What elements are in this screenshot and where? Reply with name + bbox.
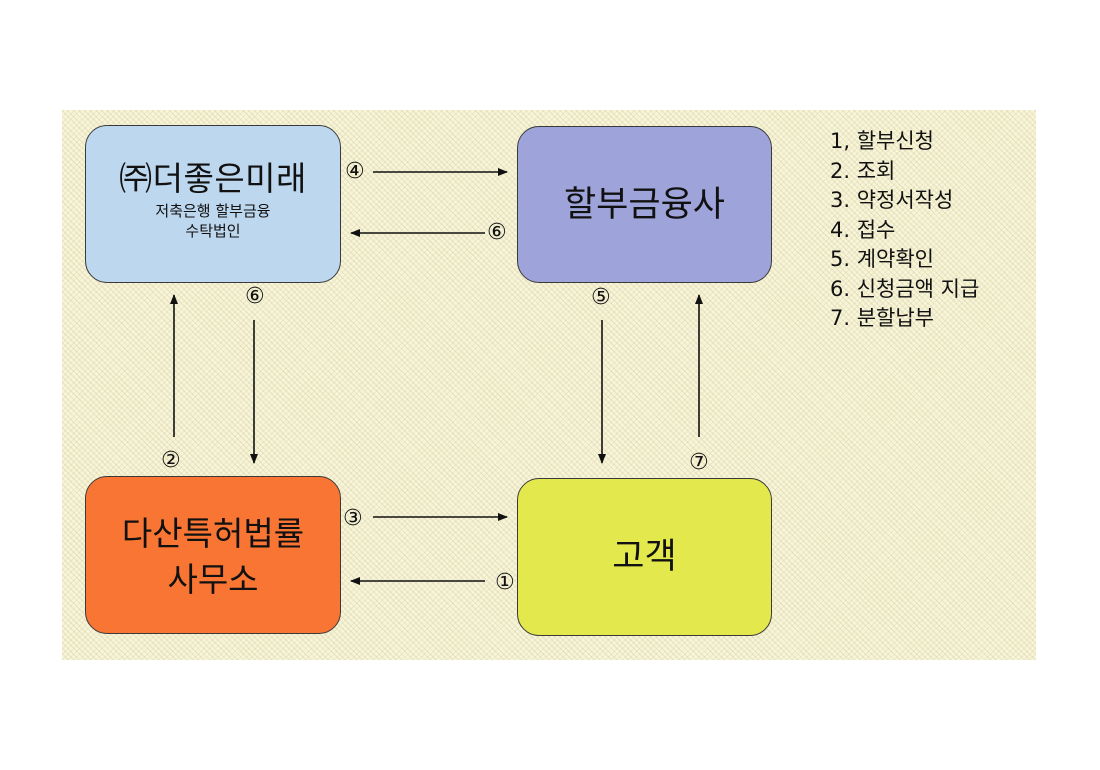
node-dasan-law-office-label-line1: 다산특허법률 [121,514,305,553]
node-dasan-law-office-label-line2: 사무소 [167,560,259,599]
legend-item: 3. 약정서작성 [830,188,954,212]
legend-item: 4. 접수 [830,217,896,242]
legend-item: 2. 조회 [830,158,896,183]
step-5-number: ⑤ [591,285,611,310]
legend-item: 6. 신청금액 지급 [830,276,980,301]
step-1-number: ① [495,570,515,595]
legend-item: 7. 분할납부 [830,306,934,330]
node-the-better-future-subtitle-line2: 수탁법인 [185,222,241,240]
step-2-number: ② [161,448,181,473]
node-installment-finance-company-label: 할부금융사 [563,184,725,225]
step-legend: 1, 할부신청 2. 조회 3. 약정서작성 4. 접수 5. 계약확인 6. … [830,127,979,334]
legend-item: 1, 할부신청 [830,129,934,153]
step-6-number-top: ⑥ [487,220,507,245]
node-customer: 고객 [517,478,772,636]
node-the-better-future-subtitle-line1: 저축은행 할부금융 [155,202,271,220]
step-7-number: ⑦ [689,450,709,475]
legend-item: 5. 계약확인 [830,247,934,271]
node-dasan-law-office: 다산특허법률 사무소 [85,476,341,634]
step-4-number: ④ [345,159,365,184]
node-installment-finance-company: 할부금융사 [517,126,772,283]
node-the-better-future: ㈜더좋은미래 저축은행 할부금융 수탁법인 [85,125,341,283]
step-6-number-left: ⑥ [245,284,265,309]
node-the-better-future-title: ㈜더좋은미래 [119,159,307,198]
step-3-number: ③ [343,506,363,531]
node-customer-label: 고객 [612,537,677,577]
